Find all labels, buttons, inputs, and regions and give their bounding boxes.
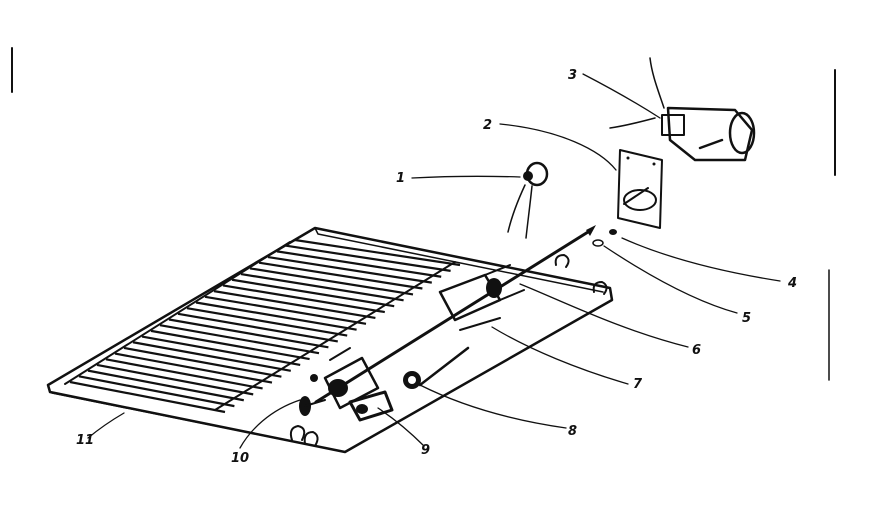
skewer-8 (403, 346, 470, 389)
rack-bar (123, 346, 282, 378)
callout-6: 6 (692, 343, 701, 358)
rack-bar (285, 244, 451, 272)
callout-11: 11 (76, 433, 94, 448)
leader-lines (87, 73, 781, 449)
callout-7: 7 (633, 377, 643, 392)
rack-bar (150, 329, 310, 361)
rack-bar (240, 272, 404, 302)
oven-rack (46, 226, 614, 454)
rack-bar (222, 284, 385, 314)
callout-10: 10 (231, 451, 249, 466)
screw-10 (299, 374, 326, 416)
rack-bar (87, 369, 245, 402)
rack-bar (213, 290, 376, 320)
rack-bar (294, 238, 461, 267)
rack-bar (186, 307, 348, 337)
rack-bar (267, 255, 432, 284)
rack-bar (231, 278, 395, 308)
rack-bar (249, 267, 414, 296)
rack-bar (276, 250, 442, 278)
callout-3: 3 (568, 68, 577, 83)
rack-bar (69, 380, 226, 414)
callout-4: 4 (787, 276, 797, 291)
rack-bar (204, 295, 367, 325)
mounting-bracket (617, 149, 663, 229)
rack-bars (69, 238, 461, 414)
rack-bar (132, 341, 291, 372)
callout-5: 5 (742, 311, 751, 326)
rack-bar (258, 261, 423, 290)
callout-1: 1 (396, 171, 405, 186)
spit-fork (438, 264, 525, 331)
nut-4 (609, 229, 617, 235)
rack-bar (78, 375, 235, 408)
rack-bar (96, 363, 254, 396)
callout-2: 2 (483, 118, 492, 133)
handle-9 (348, 390, 394, 422)
washer-5 (592, 239, 604, 247)
rack-bar (159, 324, 320, 355)
rack-bar (177, 312, 338, 343)
spit-rod (314, 225, 596, 404)
rack-bar (141, 335, 301, 367)
rotisserie-motor (609, 57, 756, 162)
rack-bar (195, 301, 357, 331)
rack-bar (114, 352, 273, 384)
rack-bar (105, 358, 263, 390)
spit-fork-lower (323, 347, 380, 410)
rack-bar (168, 318, 329, 349)
light-socket (507, 161, 549, 239)
callout-9: 9 (421, 443, 430, 458)
callout-8: 8 (568, 424, 577, 439)
